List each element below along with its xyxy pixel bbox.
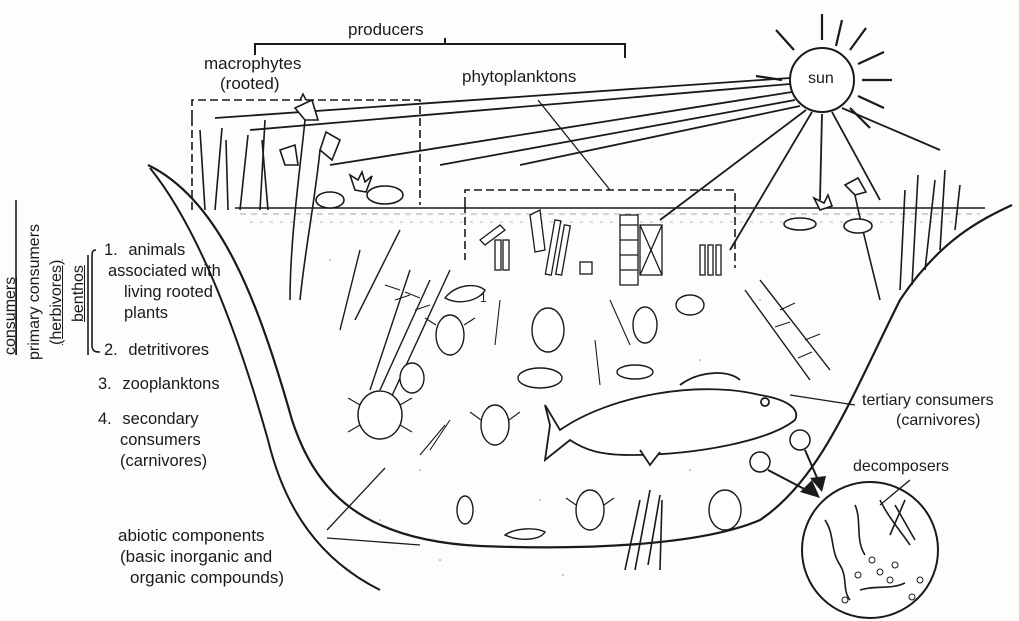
consumers-label: consumers (2, 277, 20, 355)
phytoplanktons-label: phytoplanktons (462, 66, 576, 87)
abiotic-label-3: organic compounds) (130, 567, 284, 588)
item-3-line-1: zooplanktons (122, 375, 219, 393)
item-4-line-1: secondary (122, 410, 198, 428)
primary-consumers-label: primary consumers (26, 224, 44, 360)
consumer-item-4: 4. secondary (98, 409, 199, 429)
consumer-item-2: 2. detritivores (104, 340, 209, 360)
herbivores-label: (herbivores) (48, 260, 66, 345)
arrow-to-decomposers (768, 450, 826, 498)
item-4-line-2: consumers (120, 430, 201, 450)
fish-number-tag: 1 (480, 288, 487, 309)
item-1-line-1: animals (128, 241, 185, 259)
producers-label: producers (348, 19, 424, 40)
macrophyte-plants-left (200, 100, 403, 300)
macrophyte-plants-right (784, 170, 960, 300)
abiotic-label-1: abiotic components (118, 525, 264, 546)
macrophytes-label: macrophytes (204, 53, 301, 74)
benthos-label: benthos (70, 265, 88, 322)
item-2-number: 2. (104, 341, 118, 359)
producers-bracket (255, 38, 625, 58)
item-4-line-3: (carnivores) (120, 451, 207, 471)
item-1-line-2: associated with (108, 261, 221, 281)
sun-label: sun (808, 70, 834, 88)
item-1-line-3: living rooted (124, 282, 213, 302)
consumer-item-1: 1. animals (104, 240, 185, 260)
item-3-number: 3. (98, 375, 112, 393)
decomposers-label: decomposers (853, 456, 949, 477)
abiotic-label-2: (basic inorganic and (120, 546, 272, 567)
item-4-number: 4. (98, 410, 112, 428)
tertiary-carnivores-label: (carnivores) (896, 410, 980, 431)
fish-icon (545, 373, 796, 465)
consumer-item-3: 3. zooplanktons (98, 374, 220, 394)
phytoplankton-cells (480, 210, 721, 285)
tertiary-consumers-label: tertiary consumers (862, 390, 994, 411)
decomposers-circle (802, 482, 938, 618)
item-1-number: 1. (104, 241, 118, 259)
macrophytes-rooted-label: (rooted) (220, 73, 280, 94)
item-1-line-4: plants (124, 303, 168, 323)
benthic-reeds (625, 490, 662, 570)
item-2-line-1: detritivores (128, 341, 209, 359)
